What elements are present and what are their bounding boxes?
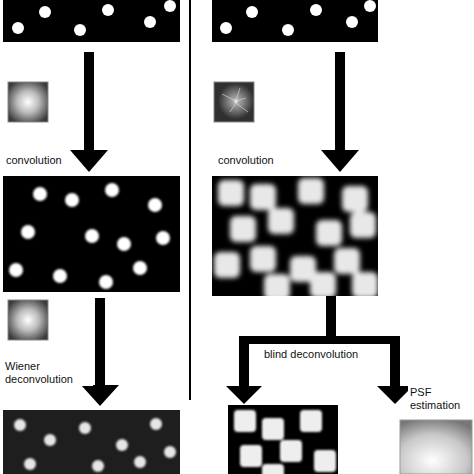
dot <box>246 6 258 18</box>
blob <box>264 274 290 296</box>
dot <box>150 418 162 430</box>
step-label: convolution <box>216 154 276 167</box>
dot <box>116 439 128 451</box>
dot <box>39 6 51 18</box>
blob <box>342 186 368 212</box>
dot <box>53 269 67 283</box>
dot <box>144 16 156 28</box>
restored-image <box>3 410 180 474</box>
blob <box>234 410 256 432</box>
arrow-shaft <box>239 340 249 386</box>
image-ground <box>3 176 180 292</box>
dot <box>102 4 114 16</box>
arrow-head <box>81 385 119 406</box>
blob <box>250 246 276 272</box>
blob <box>310 272 336 296</box>
dot <box>79 422 91 434</box>
dot <box>65 193 79 207</box>
arrow-stem <box>326 296 336 340</box>
psf-estimate <box>400 420 472 474</box>
image-ground <box>228 405 338 474</box>
blob <box>352 272 378 296</box>
psf-kernel <box>8 300 48 340</box>
blurred-image <box>3 176 180 292</box>
dot <box>164 446 176 458</box>
dot <box>14 419 26 431</box>
restored-image <box>228 405 338 474</box>
psf-ground <box>214 82 254 122</box>
arrow-head <box>226 386 262 404</box>
blob <box>262 464 284 474</box>
dot <box>9 263 23 277</box>
blob <box>214 252 240 278</box>
image-ground <box>212 0 378 42</box>
dot <box>33 187 47 201</box>
dot <box>282 24 294 36</box>
blob <box>240 445 262 467</box>
dot <box>85 229 99 243</box>
psf-kernel <box>8 82 48 122</box>
step-label: PSF estimation <box>408 386 472 412</box>
dot <box>24 458 36 470</box>
dot <box>92 460 104 472</box>
dot <box>21 225 35 239</box>
dot <box>310 4 322 16</box>
step-label: convolution <box>4 154 64 167</box>
dot <box>105 183 119 197</box>
blurred-squares <box>214 178 378 296</box>
blob <box>268 208 294 234</box>
step-label: blind deconvolution <box>262 348 360 361</box>
dot <box>74 24 86 36</box>
dot <box>164 0 176 12</box>
arrow-head <box>321 150 359 172</box>
blob <box>280 440 302 462</box>
original-image <box>212 0 378 42</box>
blurred-dots <box>9 183 170 289</box>
blob <box>262 418 284 440</box>
dot <box>346 16 358 28</box>
blob <box>334 248 360 274</box>
psf-kernel <box>214 82 254 122</box>
blob <box>230 216 256 242</box>
restored-dots <box>14 418 176 472</box>
arrow-shaft <box>390 340 400 386</box>
image-ground <box>3 0 180 42</box>
original-image <box>3 0 180 42</box>
blob <box>218 180 244 206</box>
arrow-bar <box>239 336 400 344</box>
dot <box>133 261 147 275</box>
dot <box>156 231 170 245</box>
dot <box>220 22 232 34</box>
blurred-image <box>212 176 378 296</box>
blob <box>300 410 322 432</box>
dot <box>12 22 24 34</box>
dot <box>364 0 376 12</box>
blob <box>316 220 342 246</box>
restored-squares <box>234 410 336 474</box>
dot <box>148 198 162 212</box>
arrow-shaft <box>335 52 345 150</box>
dot <box>99 275 113 289</box>
step-label: Wiener deconvolution <box>3 360 93 386</box>
arrow-shaft <box>95 298 105 385</box>
blob <box>298 178 324 204</box>
dot <box>44 434 56 446</box>
panel-divider <box>189 0 191 400</box>
dot <box>134 456 146 468</box>
arrow-shaft <box>84 52 94 150</box>
blob <box>314 450 336 472</box>
image-ground <box>3 410 180 474</box>
blob <box>350 212 376 238</box>
blob <box>250 184 276 210</box>
psf-streaks <box>222 88 248 112</box>
dot <box>117 237 131 251</box>
arrow-head <box>70 150 108 172</box>
